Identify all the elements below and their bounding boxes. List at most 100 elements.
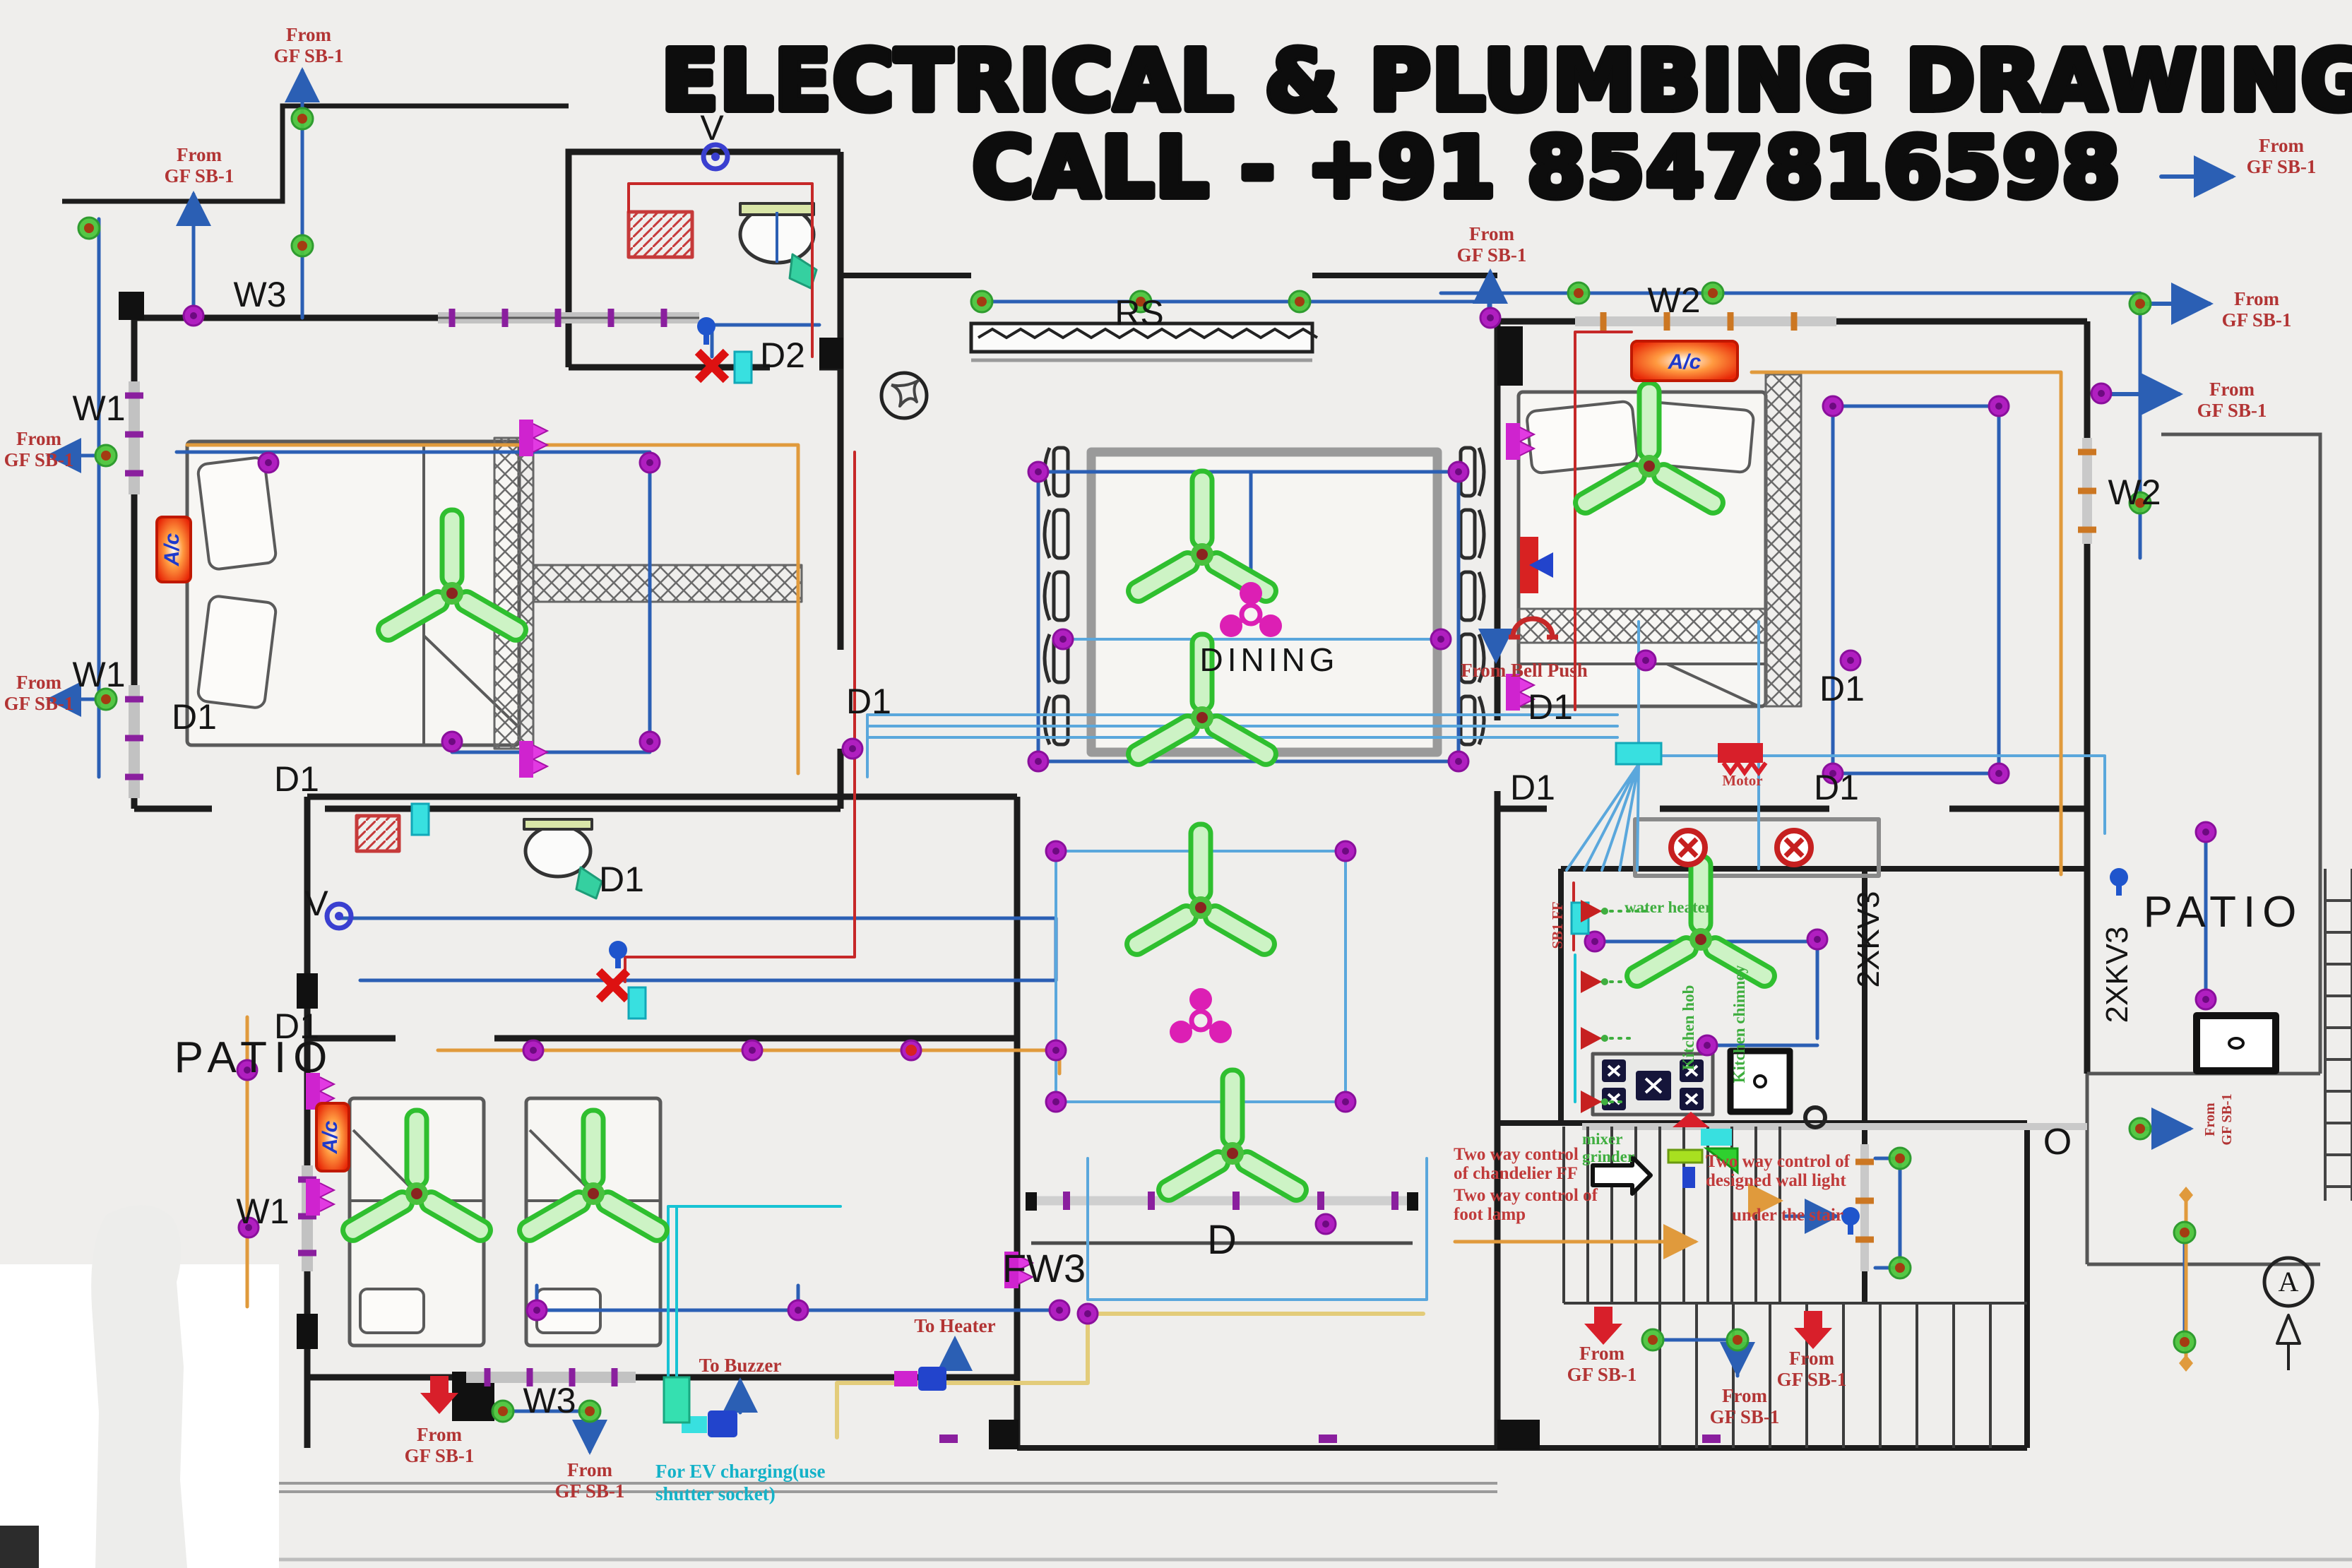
furniture [0,202,2315,1568]
valve-fixture-1 [703,145,727,169]
spotlight-2 [1777,831,1811,865]
ann-motor: Motor [1722,772,1762,789]
ann-to-buzzer: To Buzzer [699,1355,782,1376]
ac-unit-bed1: A/c [155,516,192,583]
ann-to-heater: To Heater [914,1315,995,1336]
section-mark-a [2262,1256,2315,1370]
label-d1-9: D1 [274,1006,319,1046]
label-w1-c: W1 [237,1192,290,1231]
label-w1-a: W1 [73,388,126,428]
heater-plug [894,1367,946,1391]
gas-point [1803,1105,1827,1129]
cyan-switch-2 [627,986,647,1020]
text-labels: ELECTRICAL & PLUMBING DRAWINGS CALL - +9… [4,24,2352,1504]
switch-cone-3 [1581,1027,1608,1050]
ann-sb1: SB1 FF [1549,901,1566,949]
chandelier-hall [1170,988,1232,1043]
rolling-shutter-beam [969,321,1319,362]
supply-arrow-3 [1794,1311,1832,1349]
blue-switch-master [1529,552,1553,578]
ac-unit-kids: A/c [315,1102,350,1172]
spotlight-1 [1671,831,1705,865]
label-d: D [1207,1217,1237,1263]
wardrobe-hatch-2 [532,564,803,603]
bed-1 [185,439,521,747]
valve-fixture-2 [327,904,351,928]
label-w2-a: W2 [1648,280,1701,320]
kitchen-counter-top [1633,817,1881,878]
label-d1-6: D1 [1510,768,1555,807]
label-v-2: V [304,884,328,923]
exhaust-fan [879,371,929,420]
wardrobe-hatch-3 [1764,373,1802,708]
label-d1-3: D1 [599,860,644,899]
label-d1-7: D1 [1819,669,1865,708]
label-2xkv3-b: 2XKV3 [2100,927,2134,1023]
title-line-2: CALL - +91 8547816598 [973,119,2122,216]
label-w2-b: W2 [2108,473,2161,512]
label-d1-2: D1 [274,759,319,799]
label-d1-1: D1 [172,697,217,737]
label-patio-right: PATIO [2144,888,2304,937]
ann-bell-push: From Bell Push [1461,660,1588,681]
bell-symbol [1509,616,1558,640]
red-x-1 [694,348,730,384]
label-d2: D2 [760,335,805,375]
wardrobe-hatch [493,436,535,750]
motor-symbol [1718,743,1768,777]
switch-cone-1 [1581,900,1608,922]
ac-unit-master: A/c [1630,340,1739,382]
ann-kitchen-hob: Kitchen hob [1680,985,1697,1071]
cyan-switch-1 [733,350,753,384]
ceiling-fan-hall-2 [1156,1070,1309,1204]
kitchen-sink [1727,1047,1793,1115]
label-d1-8: D1 [1814,768,1859,807]
ann-kitchen-chimney: Kitchen chimney [1730,965,1748,1083]
label-patio-left: PATIO [174,1033,335,1082]
title-line-1: ELECTRICAL & PLUMBING DRAWINGS [661,32,2352,129]
label-w3-b: W3 [523,1381,576,1420]
ac-label-2: A/c [1668,350,1701,374]
wiring [46,67,2236,1455]
blue-light-under-stair [1841,1207,1860,1235]
washbasin-1 [738,202,818,290]
red-x-2 [595,968,631,1003]
label-dining: DINING [1200,641,1339,678]
ann-under-stair: under the stair [1732,1206,1843,1225]
stair-switch-cluster [1667,1112,1739,1188]
symbols: A/c A/c A/c [76,106,2217,1437]
ann-water-heater: water heater [1625,898,1712,916]
counter-edge [1582,1123,2087,1130]
washbasin-2 [523,818,603,900]
corner-mark [0,1526,39,1568]
switch-stack-kids-b [305,1178,335,1216]
ac-label-3: A/c [319,1120,342,1154]
switch-stack-bed1-b [518,740,548,778]
label-2xkv3-a: 2XKV3 [1851,891,1886,988]
supply-arrow-2 [1584,1307,1622,1345]
shower-2 [355,814,401,853]
label-w1-b: W1 [73,655,126,694]
patio-table [2193,1012,2279,1074]
ceiling-fan-hall-1 [1124,824,1278,958]
label-fw3: FW3 [1002,1246,1086,1290]
windows [125,309,2096,1443]
label-o: O [2043,1122,2072,1163]
cyan-switch-3 [410,802,430,836]
red-terminal [905,1045,917,1056]
